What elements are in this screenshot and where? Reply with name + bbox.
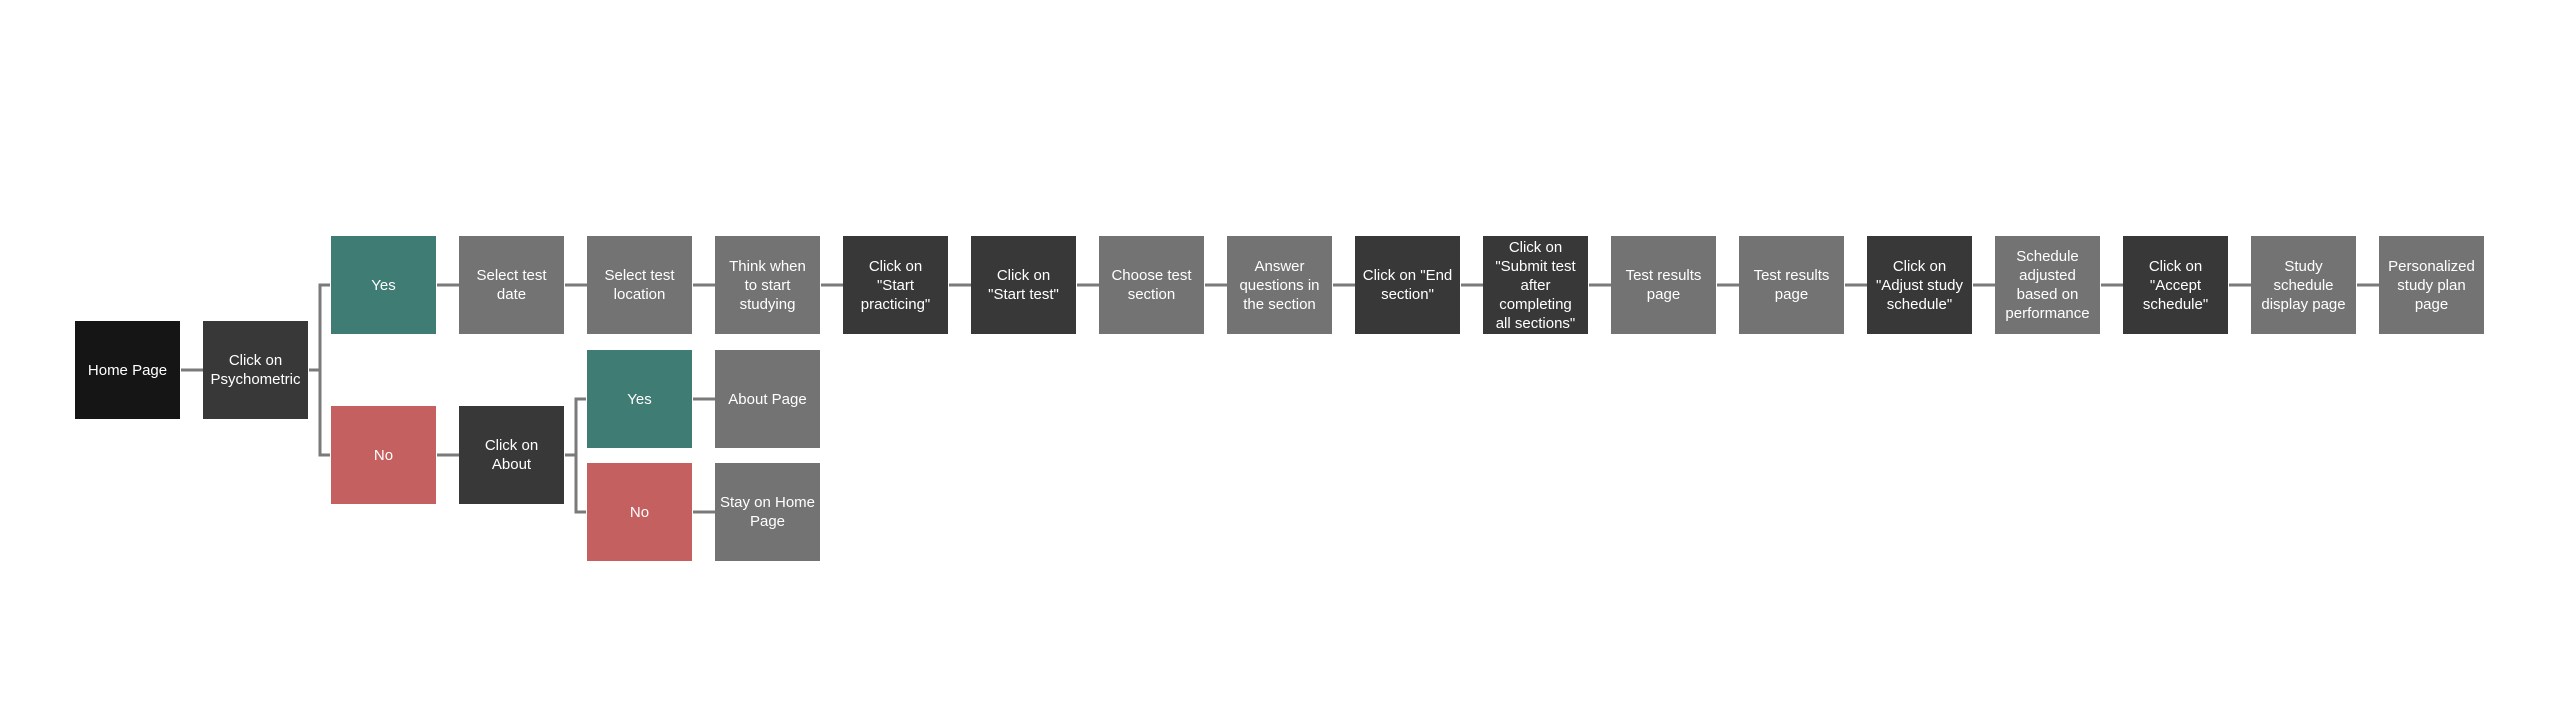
node-click-psychometric: Click on Psychometric [203,321,308,419]
node-click-about: Click on About [459,406,564,504]
node-select-test-location: Select test location [587,236,692,334]
node-click-accept-schedule: Click on "Accept schedule" [2123,236,2228,334]
node-about-page: About Page [715,350,820,448]
node-click-submit-test: Click on "Submit test after completing a… [1483,236,1588,334]
node-schedule-adjusted: Schedule adjusted based on performance [1995,236,2100,334]
node-no-psychometric: No [331,406,436,504]
node-yes-about: Yes [587,350,692,448]
node-home-page: Home Page [75,321,180,419]
node-study-schedule-display: Study schedule display page [2251,236,2356,334]
node-no-about: No [587,463,692,561]
node-answer-questions: Answer questions in the section [1227,236,1332,334]
node-test-results-page-2: Test results page [1739,236,1844,334]
node-click-end-section: Click on "End section" [1355,236,1460,334]
node-choose-test-section: Choose test section [1099,236,1204,334]
node-click-adjust-schedule: Click on "Adjust study schedule" [1867,236,1972,334]
node-click-start-test: Click on "Start test" [971,236,1076,334]
node-personalized-plan: Personalized study plan page [2379,236,2484,334]
node-think-when-start: Think when to start studying [715,236,820,334]
node-test-results-page-1: Test results page [1611,236,1716,334]
node-select-test-date: Select test date [459,236,564,334]
node-yes-psychometric: Yes [331,236,436,334]
node-stay-home-page: Stay on Home Page [715,463,820,561]
node-click-start-practicing: Click on "Start practicing" [843,236,948,334]
